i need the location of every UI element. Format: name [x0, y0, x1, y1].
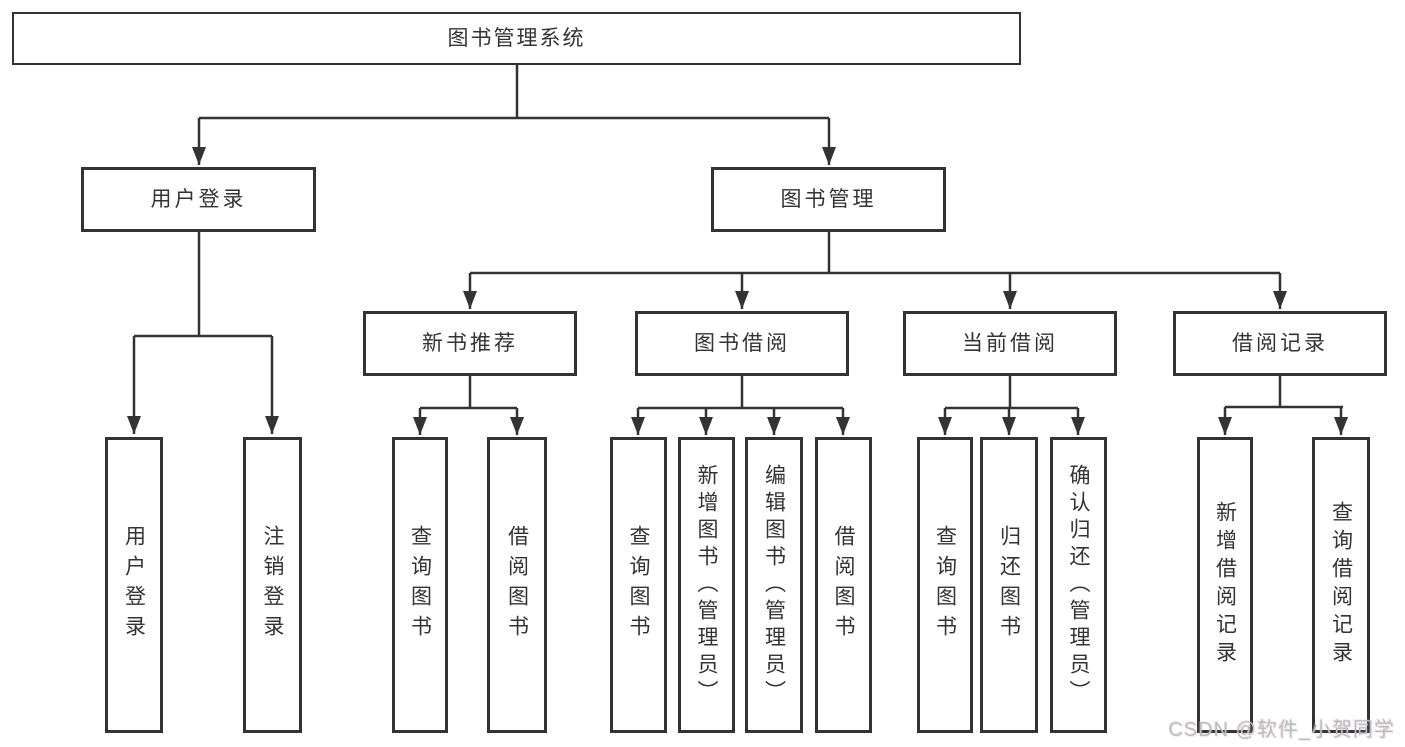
trunk-borrow-record — [1225, 376, 1343, 409]
trunk-book-mgmt — [470, 232, 1280, 275]
node-root-system: 图书管理系统 — [12, 12, 1021, 65]
trunk-book-borrow — [638, 376, 843, 410]
node-current-borrow: 当前借阅 — [903, 311, 1117, 376]
node-leaf-br-query-record: 查询借阅记录 — [1312, 437, 1370, 733]
node-book-borrow: 图书借阅 — [635, 311, 849, 376]
node-leaf-cb-return-books: 归还图书 — [980, 437, 1038, 733]
trunk-current-borrow — [945, 376, 1078, 410]
node-new-book-rec: 新书推荐 — [363, 311, 577, 376]
node-leaf-bb-borrow-books: 借阅图书 — [815, 437, 872, 733]
node-leaf-rec-query-books: 查询图书 — [392, 437, 448, 733]
node-book-mgmt: 图书管理 — [711, 167, 946, 232]
node-leaf-bb-add-books: 新增图书（管理员） — [678, 437, 735, 733]
node-leaf-cb-confirm-return: 确认归还（管理员） — [1050, 437, 1107, 733]
node-leaf-br-add-record: 新增借阅记录 — [1197, 437, 1253, 733]
node-leaf-user-login: 用户登录 — [105, 437, 163, 733]
csdn-watermark: CSDN @软件_小贺同学 — [1168, 719, 1395, 741]
node-leaf-bb-edit-books: 编辑图书（管理员） — [745, 437, 803, 733]
node-leaf-logout: 注销登录 — [243, 437, 302, 733]
node-leaf-cb-query-books: 查询图书 — [917, 437, 973, 733]
node-leaf-bb-query-books: 查询图书 — [610, 437, 667, 733]
trunk-new-book-rec — [420, 376, 517, 410]
node-borrow-record: 借阅记录 — [1173, 311, 1387, 376]
node-user-login: 用户登录 — [81, 167, 316, 232]
trunk-user-login — [134, 232, 272, 338]
node-leaf-rec-borrow-books: 借阅图书 — [487, 437, 547, 733]
trunk-root-to-level2 — [199, 65, 829, 120]
